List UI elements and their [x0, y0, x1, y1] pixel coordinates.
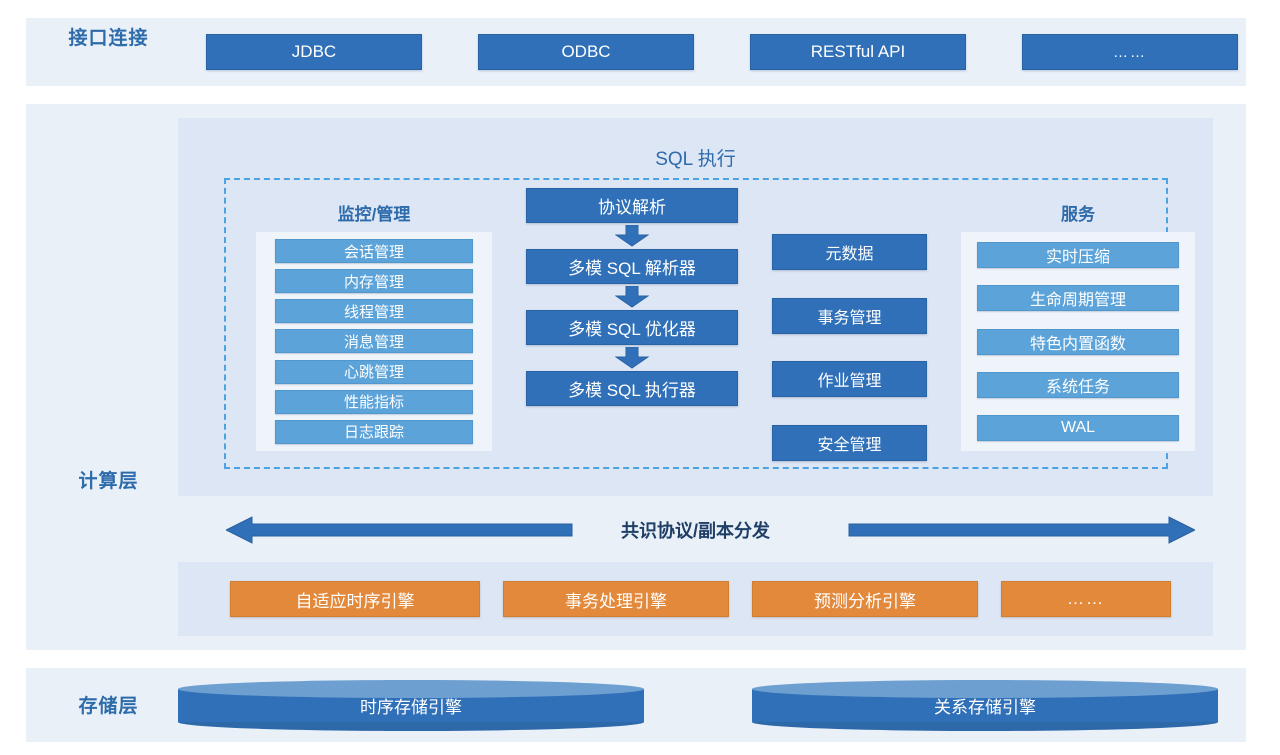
consensus-label: 共识协议/副本分发 [620, 521, 770, 541]
arrow-left-icon [224, 516, 573, 549]
interface-layer-label: 接口连接 [68, 28, 149, 49]
arrow-down-icon-3 [526, 345, 738, 371]
pipeline-step-multimodel-sql-parser[interactable]: 多模 SQL 解析器 [526, 249, 738, 284]
monitor-item-performance-metrics[interactable]: 性能指标 [275, 389, 473, 414]
core-item-transaction-management[interactable]: 事务管理 [772, 297, 927, 334]
arrow-down-icon-1 [526, 223, 738, 249]
monitor-item-session-management[interactable]: 会话管理 [275, 239, 473, 263]
service-item-realtime-compression[interactable]: 实时压缩 [977, 242, 1179, 268]
arrow-down-icon-2 [526, 284, 738, 310]
core-item-security-management[interactable]: 安全管理 [772, 424, 927, 461]
pipeline-step-multimodel-sql-executor[interactable]: 多模 SQL 执行器 [526, 371, 738, 406]
core-services-column: 元数据 事务管理 作业管理 安全管理 [772, 234, 927, 461]
monitor-management-column: 监控/管理 会话管理 内存管理 线程管理 消息管理 心跳管理 性能指标 日志跟踪 [256, 188, 492, 460]
storage-layer: 存储层 时序存储引擎 关系存储引擎 [26, 668, 1246, 742]
compute-layer-label: 计算层 [78, 471, 139, 492]
service-column: 服务 实时压缩 生命周期管理 特色内置函数 系统任务 WAL [961, 188, 1195, 460]
sql-pipeline-column: 协议解析 多模 SQL 解析器 多模 SQL 优化器 [526, 188, 738, 466]
interface-layer: 接口连接 JDBC ODBC RESTful API …… [26, 18, 1246, 86]
compute-layer: 计算层 SQL 执行 监控/管理 会话管理 内存管理 线程管理 消息管理 心跳管… [26, 104, 1246, 650]
monitor-item-thread-management[interactable]: 线程管理 [275, 299, 473, 324]
sql-execution-dashed-region: 监控/管理 会话管理 内存管理 线程管理 消息管理 心跳管理 性能指标 日志跟踪… [224, 178, 1195, 469]
monitor-management-list: 会话管理 内存管理 线程管理 消息管理 心跳管理 性能指标 日志跟踪 [256, 232, 492, 451]
monitor-management-title: 监控/管理 [337, 205, 411, 224]
pipeline-step-multimodel-sql-optimizer[interactable]: 多模 SQL 优化器 [526, 310, 738, 345]
core-item-metadata[interactable]: 元数据 [772, 234, 927, 270]
core-item-job-management[interactable]: 作业管理 [772, 361, 927, 398]
storage-cylinder-timeseries-label: 时序存储引擎 [360, 697, 462, 717]
arrow-right-icon [848, 516, 1197, 549]
cylinder-top-ellipse [178, 680, 644, 698]
engine-adaptive-timeseries[interactable]: 自适应时序引擎 [230, 581, 480, 617]
pipeline-step-protocol-parsing[interactable]: 协议解析 [526, 188, 738, 223]
sql-execution-title: SQL 执行 [655, 149, 736, 170]
storage-cylinder-relational-label: 关系存储引擎 [934, 697, 1036, 717]
interface-box-odbc[interactable]: ODBC [478, 34, 694, 70]
cylinder-top-ellipse [752, 680, 1218, 698]
engine-row: 自适应时序引擎 事务处理引擎 预测分析引擎 …… [230, 581, 1171, 617]
service-item-system-tasks[interactable]: 系统任务 [977, 371, 1179, 398]
interface-box-row: JDBC ODBC RESTful API …… [206, 34, 1238, 70]
engine-panel: 自适应时序引擎 事务处理引擎 预测分析引擎 …… [178, 562, 1213, 636]
monitor-item-message-management[interactable]: 消息管理 [275, 329, 473, 354]
storage-cylinder-relational[interactable]: 关系存储引擎 [752, 680, 1218, 731]
interface-box-jdbc[interactable]: JDBC [206, 34, 422, 70]
sql-execution-panel: SQL 执行 监控/管理 会话管理 内存管理 线程管理 消息管理 心跳管理 性能… [178, 118, 1213, 496]
consensus-row: 共识协议/副本分发 [178, 508, 1213, 552]
storage-cylinder-timeseries[interactable]: 时序存储引擎 [178, 680, 644, 731]
engine-transaction-processing[interactable]: 事务处理引擎 [503, 581, 729, 617]
monitor-item-heartbeat-management[interactable]: 心跳管理 [275, 359, 473, 384]
service-list: 实时压缩 生命周期管理 特色内置函数 系统任务 WAL [961, 232, 1195, 451]
engine-predictive-analytics[interactable]: 预测分析引擎 [752, 581, 978, 617]
storage-layer-label: 存储层 [78, 696, 139, 717]
monitor-item-memory-management[interactable]: 内存管理 [275, 269, 473, 294]
monitor-item-log-tracing[interactable]: 日志跟踪 [275, 419, 473, 444]
service-item-lifecycle-management[interactable]: 生命周期管理 [977, 285, 1179, 312]
interface-box-more[interactable]: …… [1022, 34, 1238, 70]
service-item-builtin-functions[interactable]: 特色内置函数 [977, 328, 1179, 355]
service-column-title: 服务 [1061, 205, 1095, 224]
service-item-wal[interactable]: WAL [977, 415, 1179, 441]
interface-box-restful-api[interactable]: RESTful API [750, 34, 966, 70]
engine-more[interactable]: …… [1001, 581, 1171, 617]
